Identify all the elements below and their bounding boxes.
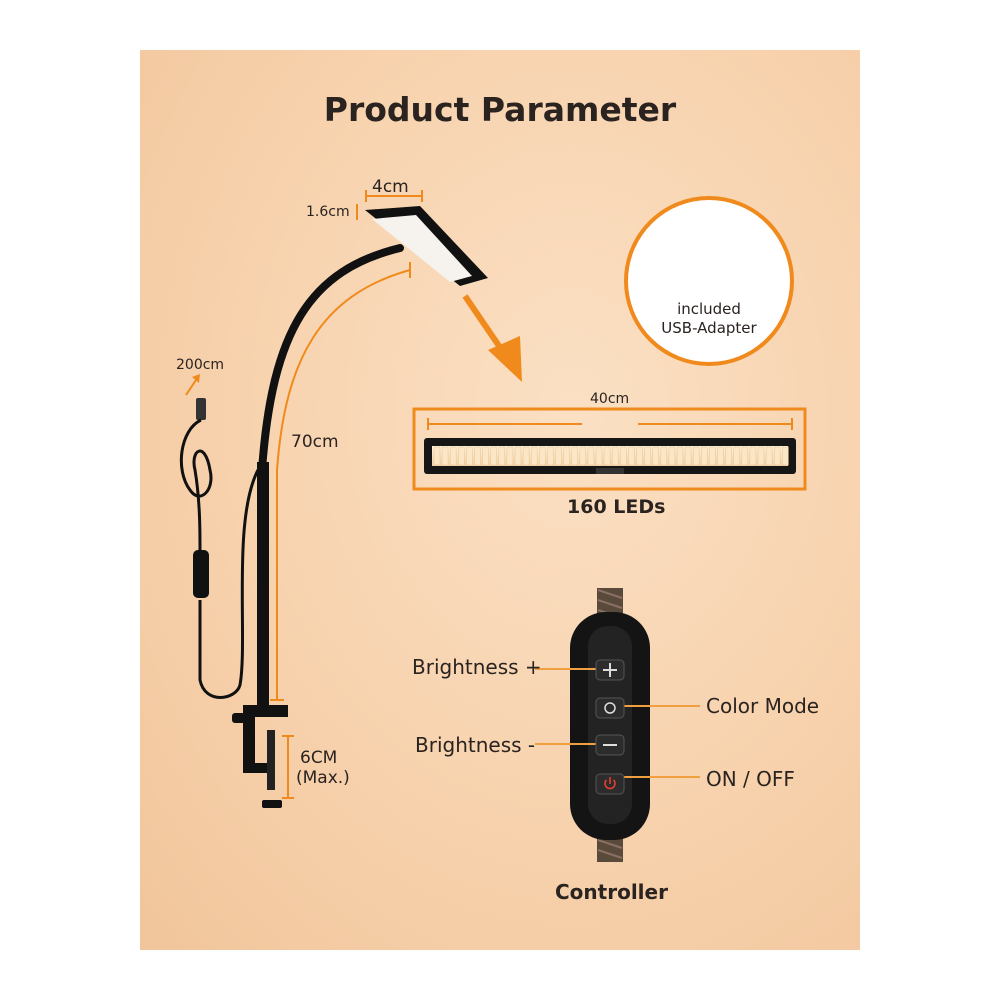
led-chip — [466, 446, 473, 466]
adapter-line2: USB-Adapter — [661, 319, 757, 337]
led-chip — [725, 446, 732, 466]
led-chip — [709, 446, 716, 466]
led-chip — [457, 446, 465, 466]
head-width-label: 4cm — [372, 177, 409, 197]
minus-icon — [595, 734, 625, 756]
lamp-head — [365, 206, 488, 286]
plus-icon — [595, 659, 625, 681]
color-mode-label: Color Mode — [706, 694, 820, 718]
led-chip — [563, 446, 570, 466]
led-chip — [636, 446, 643, 466]
color-mode-icon — [595, 697, 625, 719]
led-chip — [644, 446, 651, 466]
controller-title: Controller — [555, 880, 668, 904]
head-thickness-label: 1.6cm — [306, 204, 350, 220]
gooseneck-arm — [258, 244, 404, 474]
led-chip — [676, 446, 684, 466]
desk-clamp — [232, 705, 288, 808]
page-title: Product Parameter — [323, 90, 677, 129]
led-chip — [773, 446, 781, 466]
controller-device — [570, 588, 650, 862]
led-count-label: 160 LEDs — [567, 496, 666, 518]
usb-cable-coil — [179, 398, 213, 598]
arrow-down-right-icon — [462, 294, 522, 382]
led-chip — [660, 446, 668, 466]
clamp-max-note: (Max.) — [296, 768, 350, 788]
on-off-label: ON / OFF — [706, 767, 795, 791]
led-chip — [765, 446, 773, 466]
led-chip — [611, 446, 619, 466]
led-chip — [474, 446, 481, 466]
led-chip — [603, 446, 611, 466]
led-chip — [587, 446, 595, 466]
led-chip — [571, 446, 579, 466]
brightness-plus-label: Brightness + — [412, 655, 542, 679]
led-chip — [733, 446, 741, 466]
led-chip — [692, 446, 700, 466]
brightness-minus-label: Brightness - — [415, 733, 536, 757]
led-chip — [498, 446, 506, 466]
arm-length-label: 70cm — [291, 432, 339, 452]
led-chip — [757, 446, 765, 466]
led-chip — [781, 446, 789, 466]
led-chip — [684, 446, 692, 466]
led-chip — [506, 446, 514, 466]
led-chip — [441, 446, 449, 466]
led-chip — [628, 446, 635, 466]
led-chip — [749, 446, 757, 466]
led-bar-frame — [412, 407, 807, 491]
adapter-line1: included — [677, 300, 741, 318]
led-chip — [547, 446, 554, 466]
lamp-pole — [257, 462, 269, 712]
led-chip — [482, 446, 489, 466]
led-chip — [538, 446, 546, 466]
led-chip — [595, 446, 603, 466]
power-icon — [595, 773, 625, 795]
adapter-circle: included USB-Adapter — [624, 196, 794, 366]
led-chip — [433, 446, 441, 466]
clamp-max-label: 6CM — [300, 748, 338, 768]
led-chip — [514, 446, 522, 466]
led-chip — [490, 446, 498, 466]
led-chip — [652, 446, 660, 466]
adapter-text: included USB-Adapter — [628, 300, 790, 338]
led-chip — [668, 446, 676, 466]
bar-length-label: 40cm — [590, 391, 630, 407]
led-chip — [579, 446, 587, 466]
lamp-cable — [198, 469, 260, 699]
cable-length-label: 200cm — [176, 357, 225, 373]
led-chip — [449, 446, 457, 466]
led-chip — [700, 446, 708, 466]
led-chip — [619, 446, 627, 466]
led-chip — [555, 446, 562, 466]
led-chip — [717, 446, 724, 466]
led-chip — [741, 446, 749, 466]
led-chip — [522, 446, 530, 466]
led-chip — [530, 446, 538, 466]
